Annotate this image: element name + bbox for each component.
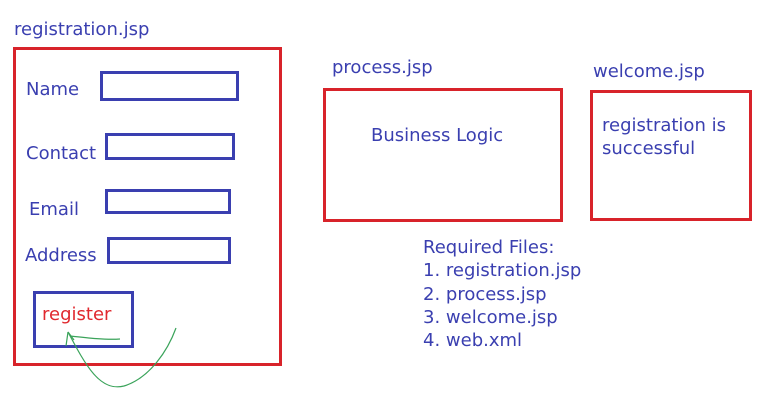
name-label: Name bbox=[26, 79, 80, 100]
required-file-item: 4. web.xml bbox=[423, 330, 523, 352]
process-box bbox=[323, 88, 563, 222]
welcome-title: welcome.jsp bbox=[593, 61, 705, 82]
email-label: Email bbox=[29, 199, 79, 220]
required-file-item: 2. process.jsp bbox=[423, 283, 547, 305]
required-files-heading: Required Files: bbox=[423, 237, 555, 258]
welcome-text-line2: successful bbox=[602, 138, 696, 159]
register-button[interactable] bbox=[33, 291, 134, 348]
email-field[interactable] bbox=[105, 189, 231, 214]
registration-title: registration.jsp bbox=[14, 19, 150, 40]
register-button-label: register bbox=[42, 304, 112, 325]
required-file-item: 1. registration.jsp bbox=[423, 260, 582, 282]
address-field[interactable] bbox=[107, 237, 231, 264]
welcome-box bbox=[590, 90, 752, 221]
contact-field[interactable] bbox=[105, 133, 235, 160]
required-file-item: 3. welcome.jsp bbox=[423, 306, 558, 328]
contact-label: Contact bbox=[26, 143, 97, 164]
process-title: process.jsp bbox=[332, 57, 433, 78]
required-files-list: Required Files: 1. registration.jsp 2. p… bbox=[423, 236, 581, 352]
registration-page-box bbox=[13, 47, 282, 366]
address-label: Address bbox=[25, 245, 97, 266]
name-field[interactable] bbox=[100, 71, 239, 101]
welcome-text-line1: registration is bbox=[602, 115, 726, 136]
business-logic-text: Business Logic bbox=[371, 125, 504, 146]
